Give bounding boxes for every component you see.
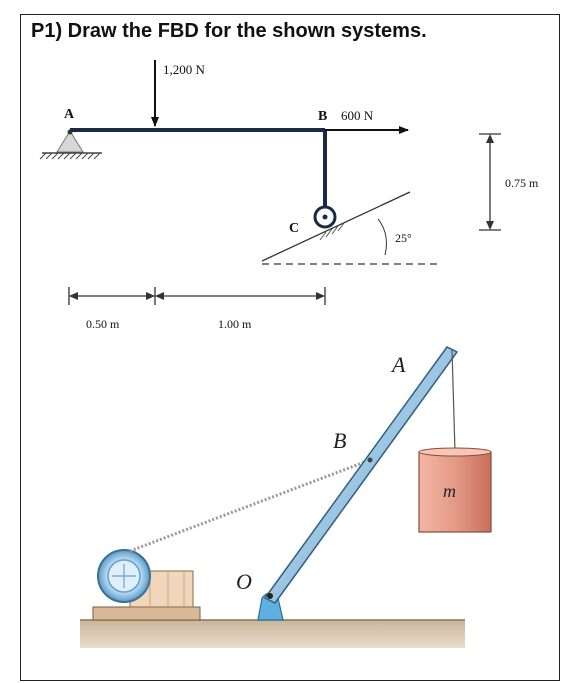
point-label-a-crane: A bbox=[390, 352, 406, 377]
dimension-label-left: 0.50 m bbox=[86, 317, 120, 331]
load-label-1200: 1,200 N bbox=[163, 62, 206, 77]
problem-heading: P1) Draw the FBD for the shown systems. bbox=[31, 20, 427, 42]
dimension-label-right: 1.00 m bbox=[218, 317, 252, 331]
beam-figure: 1,200 N A B 600 N C 25° 0.75 m 0.50 m 1.… bbox=[39, 60, 539, 331]
horizontal-dimension bbox=[68, 287, 326, 305]
angle-label: 25° bbox=[395, 231, 412, 245]
pin-o bbox=[267, 593, 273, 599]
cable-drum-to-b bbox=[129, 458, 371, 553]
mass-block bbox=[418, 447, 492, 533]
pin-b bbox=[367, 457, 373, 463]
roller-support-c bbox=[261, 191, 411, 262]
winch-drum bbox=[97, 549, 151, 603]
boom-rod bbox=[263, 346, 459, 604]
point-label-b-crane: B bbox=[333, 428, 346, 453]
mass-label: m bbox=[443, 481, 456, 501]
point-label-a: A bbox=[64, 107, 75, 122]
crane-figure: A B O m bbox=[80, 346, 492, 648]
height-dimension-label: 0.75 m bbox=[505, 176, 539, 190]
rope-a-to-mass bbox=[451, 349, 456, 453]
point-label-o: O bbox=[236, 569, 252, 594]
point-label-c: C bbox=[289, 221, 299, 236]
height-dimension bbox=[479, 133, 501, 231]
winch-base bbox=[92, 606, 201, 621]
angle-arc bbox=[377, 218, 387, 256]
ground bbox=[80, 620, 465, 648]
point-label-b: B bbox=[318, 109, 327, 124]
pin-support-a bbox=[39, 129, 102, 160]
load-label-600: 600 N bbox=[341, 108, 374, 123]
